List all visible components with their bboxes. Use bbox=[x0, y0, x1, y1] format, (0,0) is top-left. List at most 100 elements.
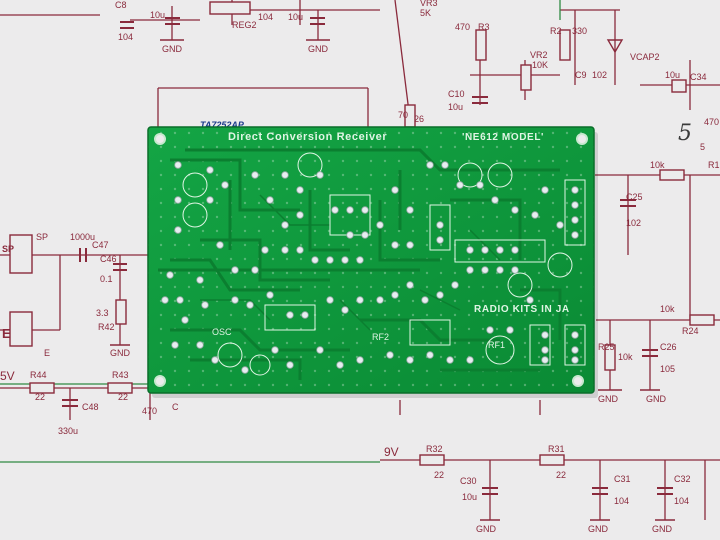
label-sp1: SP bbox=[36, 232, 48, 242]
solder-pad bbox=[271, 346, 279, 354]
label-ic: TA7252AP bbox=[200, 120, 245, 130]
schematic-components bbox=[9, 1, 715, 466]
solder-pad bbox=[231, 296, 239, 304]
solder-pad bbox=[386, 351, 394, 359]
mounting-holes bbox=[154, 133, 588, 387]
solder-pad bbox=[201, 301, 209, 309]
label-r3: R3 bbox=[478, 22, 490, 32]
solder-pad bbox=[571, 346, 579, 354]
solder-pad bbox=[421, 296, 429, 304]
solder-pad bbox=[316, 171, 324, 179]
solder-pad bbox=[221, 181, 229, 189]
solder-pad bbox=[346, 231, 354, 239]
solder-pad bbox=[426, 161, 434, 169]
pcb-osc: OSC bbox=[212, 327, 232, 337]
solder-pad bbox=[361, 206, 369, 214]
label-102a: 102 bbox=[592, 70, 607, 80]
gnd-7: GND bbox=[588, 524, 609, 534]
solder-pad bbox=[356, 296, 364, 304]
solder-pad bbox=[296, 186, 304, 194]
solder-pad bbox=[541, 331, 549, 339]
solder-pad bbox=[346, 206, 354, 214]
label-01: 0.1 bbox=[100, 274, 113, 284]
label-c30: C30 bbox=[460, 476, 477, 486]
solder-pad bbox=[341, 256, 349, 264]
solder-pad bbox=[511, 246, 519, 254]
solder-pad bbox=[456, 181, 464, 189]
label-r1: R1 bbox=[708, 160, 720, 170]
label-9v: 9V bbox=[384, 445, 399, 459]
solder-pad bbox=[196, 276, 204, 284]
label-10k-r1: 10k bbox=[650, 160, 665, 170]
solder-pad bbox=[251, 171, 259, 179]
label-104d: 104 bbox=[674, 496, 689, 506]
solder-pad bbox=[571, 216, 579, 224]
solder-pads bbox=[161, 161, 579, 374]
label-vcap2: VCAP2 bbox=[630, 52, 660, 62]
solder-pad bbox=[436, 291, 444, 299]
solder-pad bbox=[166, 271, 174, 279]
solder-pad bbox=[281, 246, 289, 254]
label-104b: 104 bbox=[258, 12, 273, 22]
label-5k: 5K bbox=[420, 8, 431, 18]
solder-pad bbox=[531, 211, 539, 219]
label-104a: 104 bbox=[118, 32, 133, 42]
pcb-traces bbox=[158, 148, 562, 380]
solder-pad bbox=[406, 241, 414, 249]
solder-pad bbox=[341, 306, 349, 314]
pcb-brand: RADIO KITS IN JA bbox=[474, 304, 570, 315]
solder-pad bbox=[216, 241, 224, 249]
schematic-capacitors bbox=[62, 17, 673, 495]
label-r43: R43 bbox=[112, 370, 129, 380]
ground-symbols bbox=[110, 39, 675, 521]
solder-pad bbox=[436, 221, 444, 229]
pcb-rf2: RF2 bbox=[372, 332, 389, 342]
solder-pad bbox=[496, 246, 504, 254]
solder-pad bbox=[231, 266, 239, 274]
solder-pad bbox=[541, 346, 549, 354]
pcb-thin-traces bbox=[200, 194, 501, 331]
solder-pad bbox=[311, 256, 319, 264]
solder-pad bbox=[196, 341, 204, 349]
solder-pad bbox=[261, 246, 269, 254]
label-22d: 22 bbox=[556, 470, 566, 480]
pcb-title: Direct Conversion Receiver bbox=[228, 131, 387, 143]
label-5v: 5V bbox=[0, 369, 15, 383]
silkscreen-outlines bbox=[182, 152, 586, 376]
label-vr3: VR3 bbox=[420, 0, 438, 8]
solder-pad bbox=[541, 186, 549, 194]
gnd-6: GND bbox=[476, 524, 497, 534]
solder-pad bbox=[466, 246, 474, 254]
solder-pad bbox=[161, 296, 169, 304]
label-10u-b: 10u bbox=[288, 12, 303, 22]
solder-pad bbox=[571, 231, 579, 239]
label-10u-a: 10u bbox=[150, 10, 165, 20]
solder-pad bbox=[356, 356, 364, 364]
label-10k-r25: 10k bbox=[618, 352, 633, 362]
solder-pad bbox=[181, 316, 189, 324]
solder-pad bbox=[241, 366, 249, 374]
label-470a: 470 bbox=[455, 22, 470, 32]
label-105: 105 bbox=[660, 364, 675, 374]
label-vr2: VR2 bbox=[530, 50, 548, 60]
gnd-4: GND bbox=[598, 394, 619, 404]
solder-pad bbox=[391, 186, 399, 194]
solder-pad bbox=[446, 356, 454, 364]
solder-pad bbox=[481, 266, 489, 274]
solder-pad bbox=[281, 171, 289, 179]
pcb-board: Direct Conversion Receiver 'NE612 MODEL'… bbox=[147, 126, 595, 394]
label-26: 26 bbox=[414, 114, 424, 124]
label-10u-e: 10u bbox=[462, 492, 477, 502]
solder-pad bbox=[526, 296, 534, 304]
label-102b: 102 bbox=[626, 218, 641, 228]
label-10u-d: 10u bbox=[448, 102, 463, 112]
solder-pad bbox=[511, 206, 519, 214]
solder-pad bbox=[211, 356, 219, 364]
solder-pad bbox=[266, 291, 274, 299]
solder-pad bbox=[511, 266, 519, 274]
label-r24: R24 bbox=[682, 326, 699, 336]
solder-pad bbox=[506, 326, 514, 334]
label-reg2: REG2 bbox=[232, 20, 257, 30]
